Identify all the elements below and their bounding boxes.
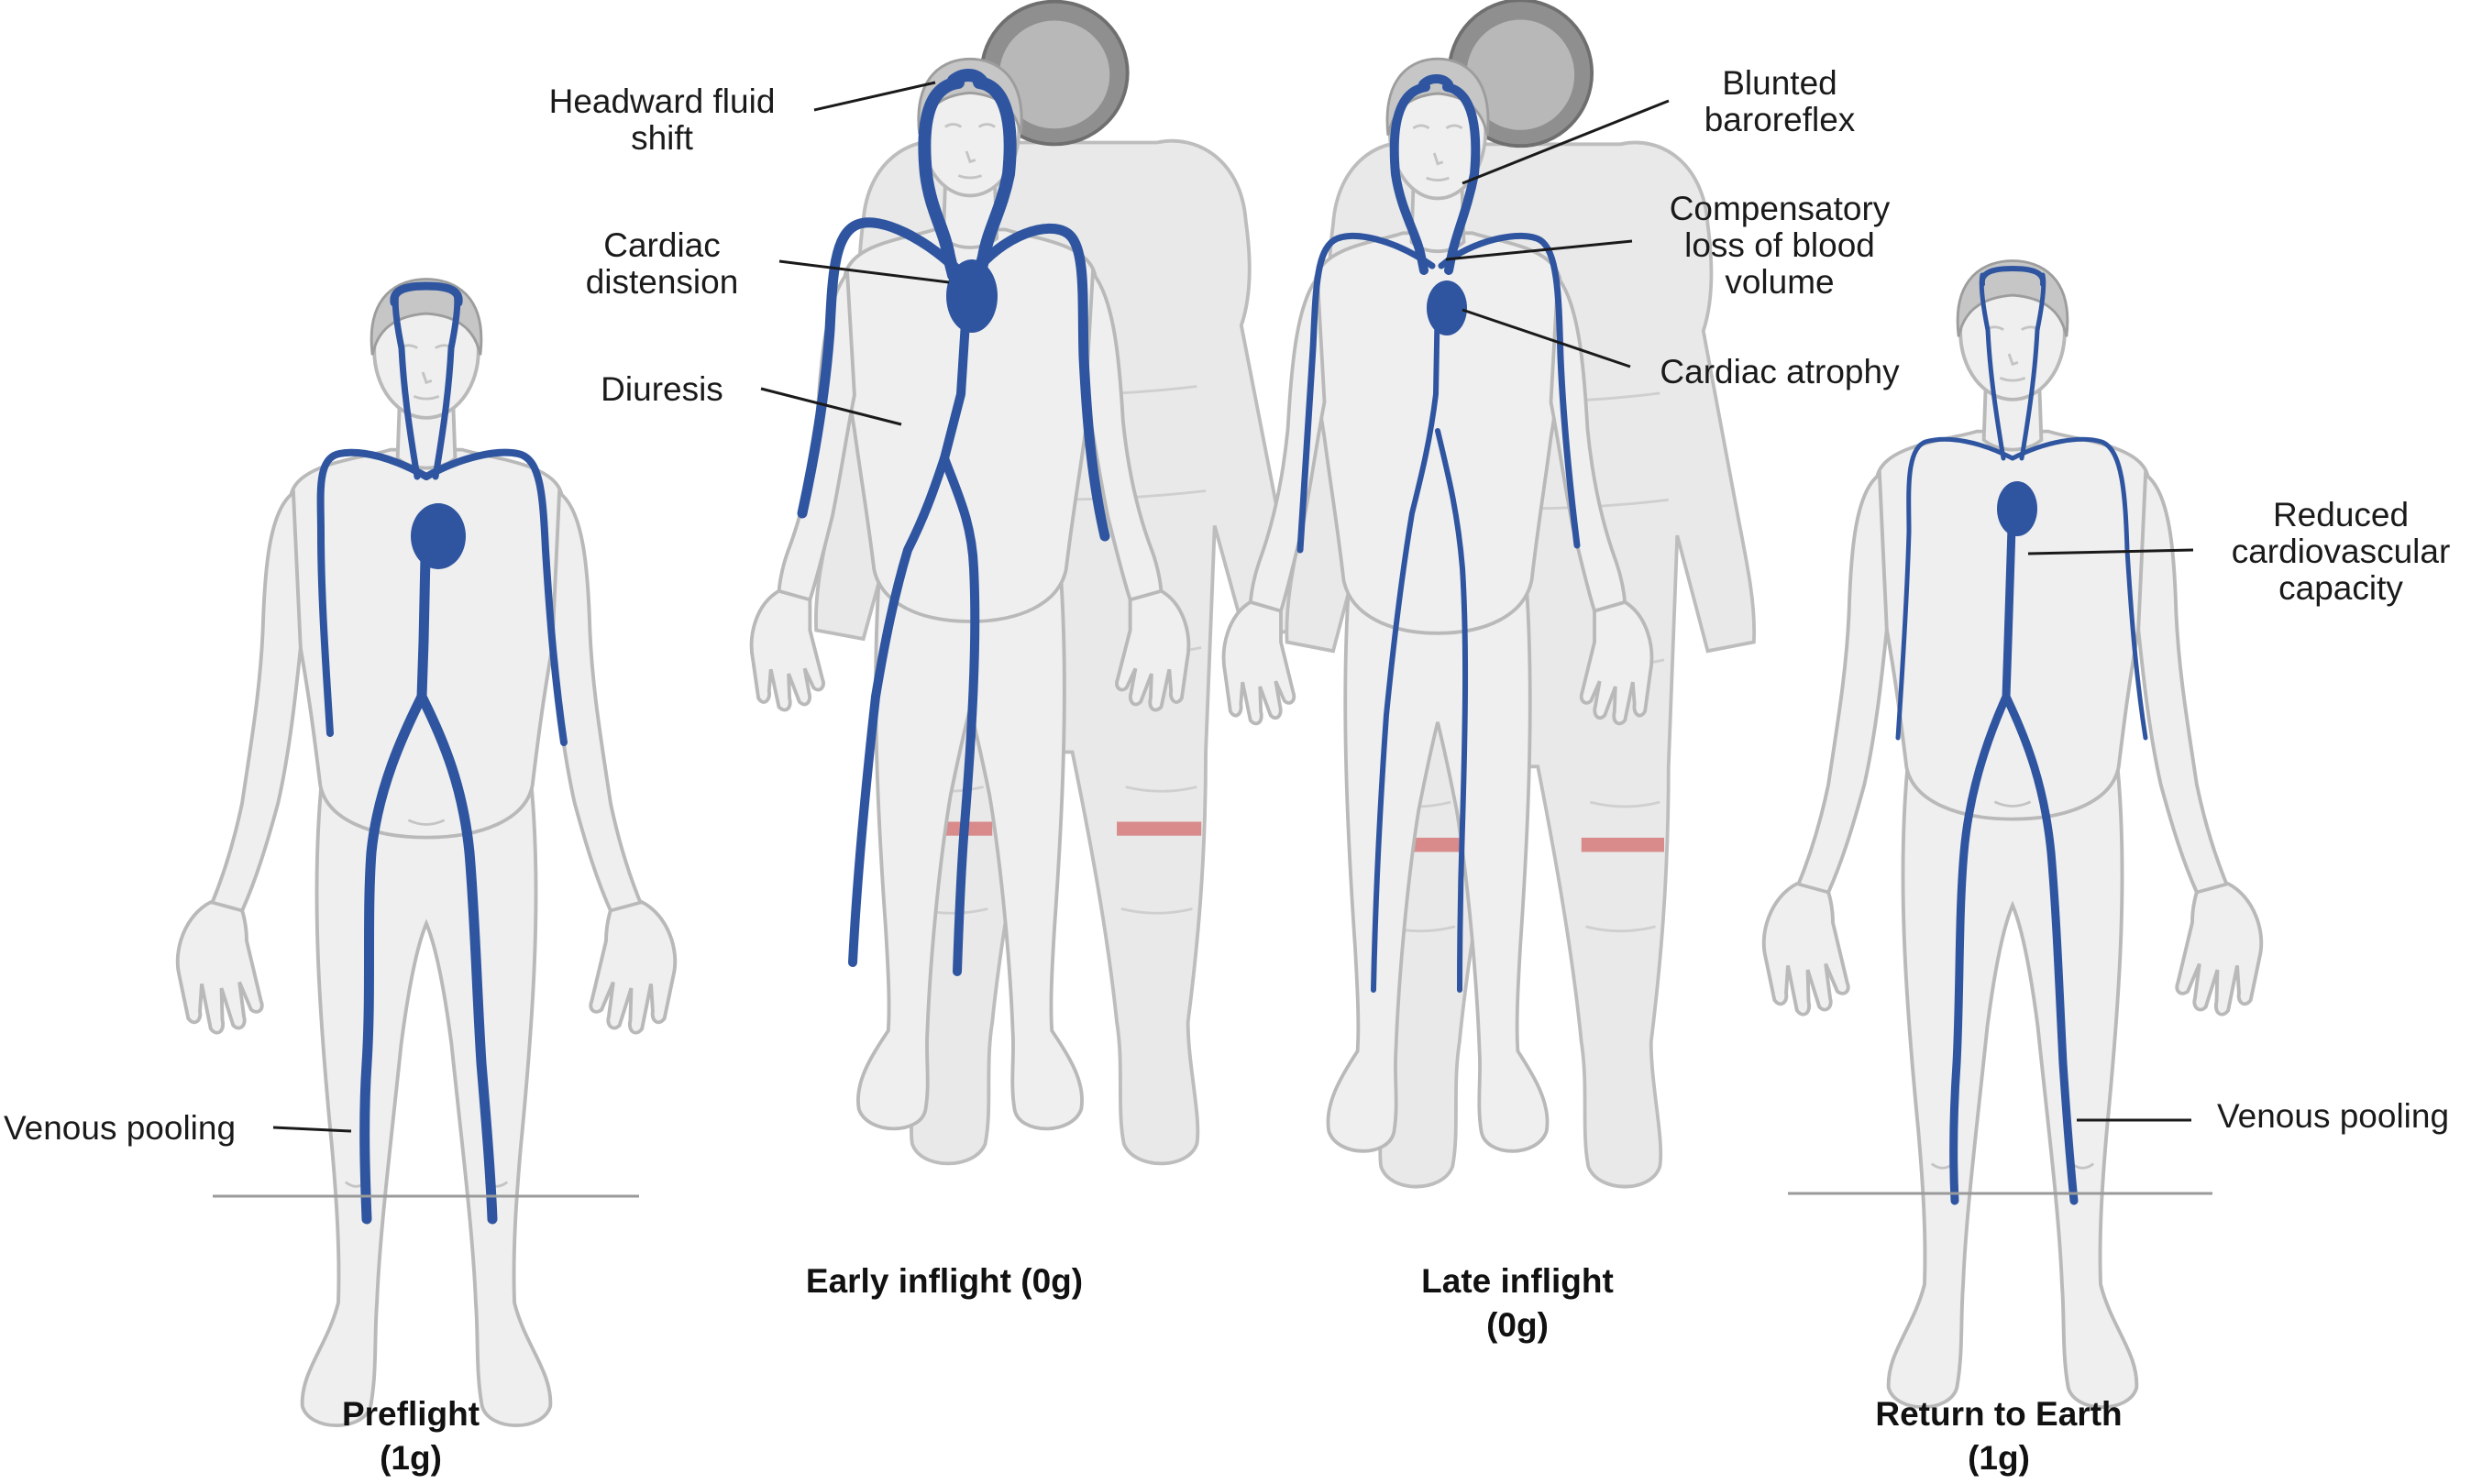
label-venous-pooling-return: Venous pooling: [2217, 1097, 2449, 1135]
leader-venous-pooling-preflight: [272, 1126, 352, 1133]
venous-system-early-inflight: [797, 69, 1110, 976]
heart-early-inflight: [946, 259, 998, 333]
label-cardiac-atrophy: Cardiac atrophy: [1660, 353, 1900, 390]
panel-late-inflight: Blunted baroreflex Compensatory loss of …: [1221, 0, 1900, 1344]
leader-cardiac-atrophy: [1462, 308, 1631, 368]
venous-system-preflight: [316, 281, 568, 1225]
leader-compensatory: [1445, 239, 1633, 261]
label-cardiac-distension-line1: Cardiac: [603, 226, 721, 264]
title-late-inflight-line1: Late inflight: [1421, 1262, 1614, 1300]
label-reduced-line3: capacity: [2278, 569, 2403, 607]
title-return-line1: Return to Earth: [1875, 1395, 2122, 1433]
label-diuresis: Diuresis: [601, 370, 723, 408]
heart-late-inflight: [1427, 280, 1467, 335]
label-blunted-line2: baroreflex: [1704, 101, 1856, 138]
label-cardiac-distension-line2: distension: [586, 263, 739, 301]
leader-diuresis: [760, 387, 902, 426]
human-figure-return-to-earth: [1761, 258, 2264, 1410]
astronaut-figure-early-inflight: [749, 0, 1296, 1166]
human-figure-preflight: [175, 277, 678, 1428]
leader-cardiac-distension: [778, 259, 950, 284]
panel-return-to-earth: Reduced cardiovascular capacity Venous p…: [1761, 258, 2451, 1477]
title-preflight-line1: Preflight: [342, 1395, 480, 1433]
panel-early-inflight: Headward fluid shift Cardiac distension …: [549, 0, 1296, 1300]
label-compensatory-line2: loss of blood: [1684, 226, 1875, 264]
label-compensatory-line3: volume: [1725, 263, 1834, 301]
leader-headward: [813, 81, 936, 112]
label-reduced-line2: cardiovascular: [2232, 533, 2451, 570]
label-venous-pooling-preflight: Venous pooling: [4, 1109, 236, 1147]
leader-reduced-capacity: [2027, 548, 2194, 555]
title-late-inflight-line2: (0g): [1486, 1306, 1549, 1344]
title-preflight-line2: (1g): [380, 1439, 442, 1477]
panel-preflight: Venous pooling Preflight (1g): [4, 277, 678, 1477]
title-return-line2: (1g): [1968, 1439, 2030, 1477]
leader-blunted-baroreflex: [1462, 99, 1670, 185]
astronaut-figure-late-inflight: [1221, 0, 1757, 1189]
heart-return-to-earth: [1997, 481, 2037, 536]
venous-system-late-inflight: [1296, 74, 1581, 993]
label-headward-line2: shift: [631, 119, 694, 157]
venous-system-return-to-earth: [1895, 266, 2148, 1205]
heart-preflight: [411, 503, 466, 569]
title-early-inflight-line1: Early inflight (0g): [806, 1262, 1083, 1300]
label-headward-line1: Headward fluid: [549, 82, 776, 120]
label-blunted-line1: Blunted: [1722, 64, 1837, 102]
label-reduced-line1: Reduced: [2273, 496, 2409, 533]
label-compensatory-line1: Compensatory: [1670, 190, 1891, 227]
